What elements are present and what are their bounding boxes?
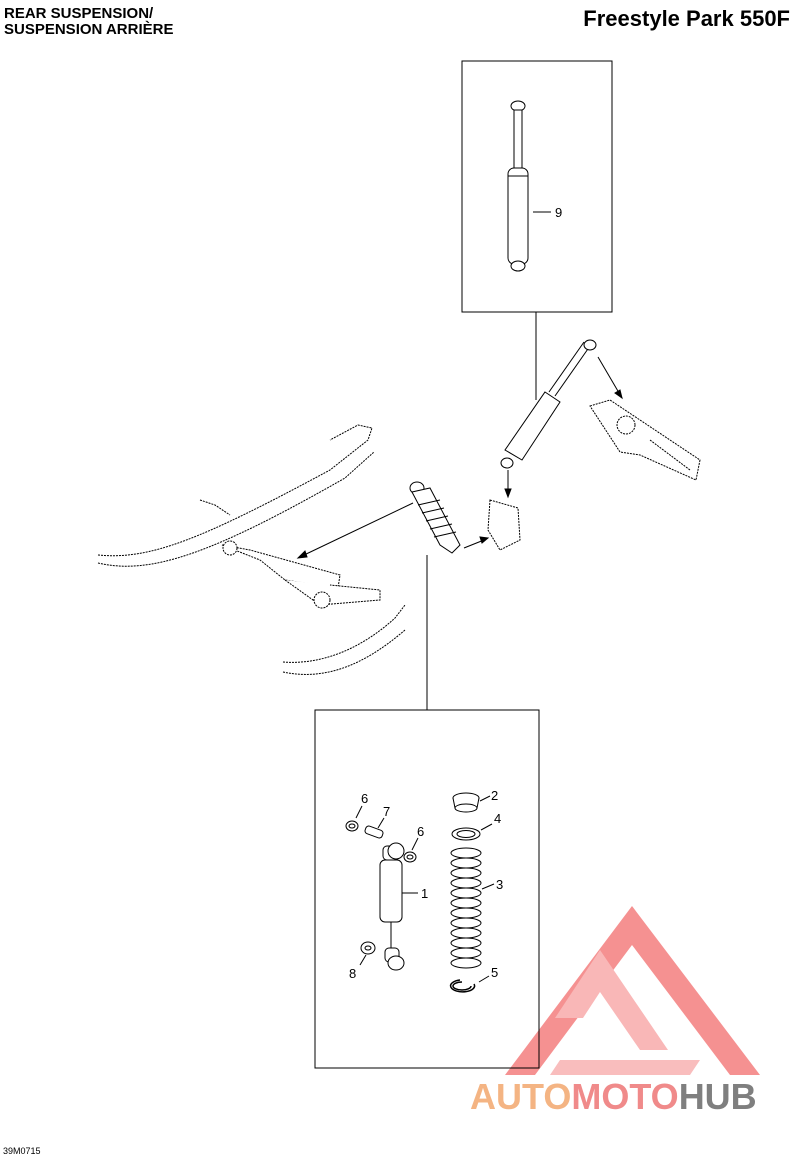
coil-spring-part-3 bbox=[450, 847, 482, 969]
callout-line-4 bbox=[480, 823, 493, 831]
bushing-part-8 bbox=[360, 941, 376, 955]
callout-9: 9 bbox=[555, 205, 562, 220]
leader-arrows bbox=[296, 356, 623, 559]
watermark-part-hub: HUB bbox=[678, 1076, 757, 1117]
callout-7: 7 bbox=[383, 804, 390, 819]
figure-code: 39M0715 bbox=[3, 1146, 41, 1156]
model-title: Freestyle Park 550F bbox=[583, 6, 790, 31]
pivot-arm-upper bbox=[589, 399, 701, 481]
sleeve-part-7 bbox=[364, 825, 384, 839]
section-title-fr: SUSPENSION ARRIÈRE bbox=[4, 21, 174, 38]
front-arm bbox=[221, 540, 381, 609]
slide-rail-lower bbox=[282, 604, 406, 675]
callout-line-6a bbox=[355, 805, 363, 819]
callout-5: 5 bbox=[491, 965, 498, 980]
callout-4: 4 bbox=[494, 811, 501, 826]
callout-line-8 bbox=[359, 954, 367, 966]
callout-line-5 bbox=[478, 975, 490, 983]
coilover-shock-assembled bbox=[409, 481, 461, 554]
bushing-part-6-left bbox=[345, 820, 359, 832]
spring-retainer-part-2 bbox=[452, 792, 480, 813]
watermark-part-auto: AUTO bbox=[470, 1076, 572, 1117]
callout-1: 1 bbox=[421, 886, 428, 901]
damper-part-9 bbox=[507, 100, 529, 272]
callout-line-7 bbox=[377, 817, 385, 829]
damper-assembled bbox=[500, 339, 597, 469]
section-title-en: REAR SUSPENSION/ bbox=[4, 5, 154, 22]
callout-line-2 bbox=[479, 795, 491, 802]
detail-box-upper bbox=[461, 60, 613, 313]
washer-part-4 bbox=[451, 827, 481, 841]
callout-line-6b bbox=[411, 837, 419, 851]
callout-3: 3 bbox=[496, 877, 503, 892]
shock-absorber-part-1 bbox=[379, 842, 405, 971]
callout-2: 2 bbox=[491, 788, 498, 803]
slide-rail-upper bbox=[97, 424, 375, 567]
callout-line-3 bbox=[481, 883, 495, 890]
callout-6b: 6 bbox=[417, 824, 424, 839]
watermark-brand: AUTOMOTOHUB bbox=[470, 1076, 757, 1118]
circlip-part-5 bbox=[449, 979, 476, 993]
callout-8: 8 bbox=[349, 966, 356, 981]
bushing-part-6-right bbox=[403, 851, 417, 863]
section-title: REAR SUSPENSION/ SUSPENSION ARRIÈRE bbox=[4, 6, 173, 38]
callout-6a: 6 bbox=[361, 791, 368, 806]
watermark-logo bbox=[505, 906, 760, 1075]
mount-bracket bbox=[487, 499, 521, 551]
watermark-part-moto: MOTO bbox=[571, 1076, 679, 1117]
